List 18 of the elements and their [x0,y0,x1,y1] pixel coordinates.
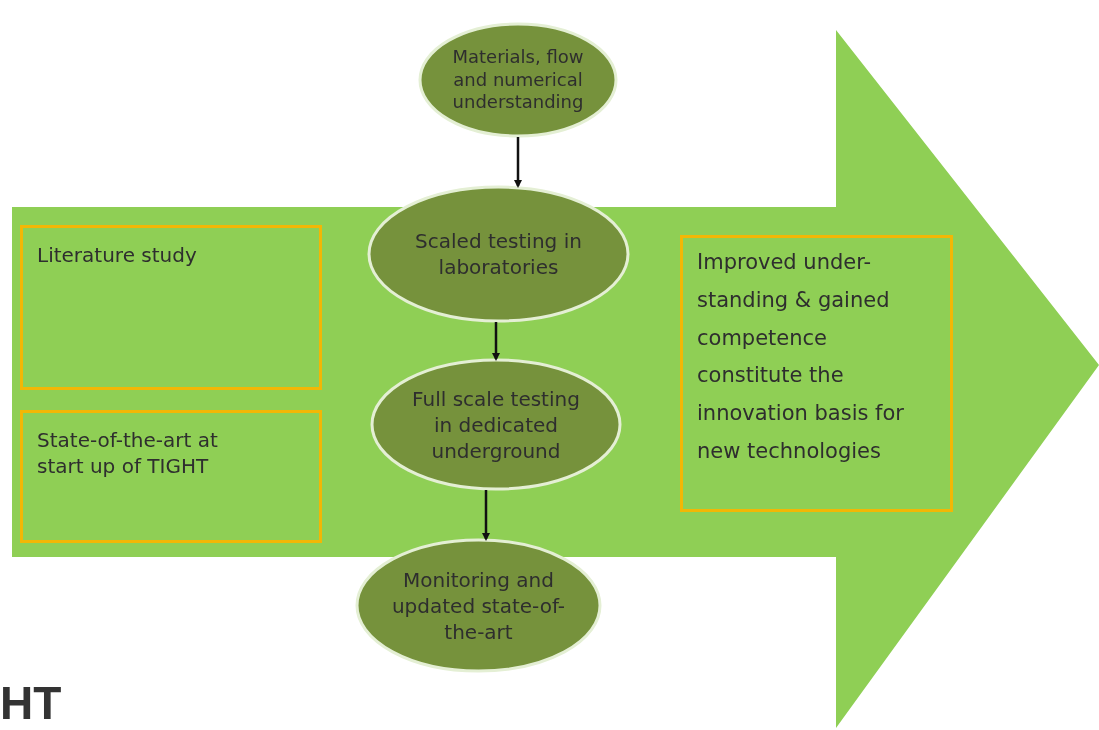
node-text: Full scale testing in dedicated underground [411,385,581,464]
process-ellipse [355,538,602,673]
arrow [482,490,490,541]
node-text: Literature study [37,242,197,268]
process-ellipse [418,22,618,138]
text-box [680,235,953,512]
process-ellipse [370,358,622,491]
node-text: Materials, flow and numerical understanding [451,46,585,114]
text-box [20,225,322,390]
arrow [514,137,522,188]
node-text: Monitoring and updated state-of-the-art [390,566,567,645]
node-text: Improved under-standing & gained competence constitute the innovation basis for new technologies [697,249,905,465]
cut-off-title: HT [0,676,62,730]
process-ellipse [367,185,630,323]
node-text: State-of-the-art at start up of TIGHT [37,427,219,479]
node-text: Scaled testing in laboratories [414,228,583,280]
text-box [20,410,322,543]
arrow [492,322,500,361]
